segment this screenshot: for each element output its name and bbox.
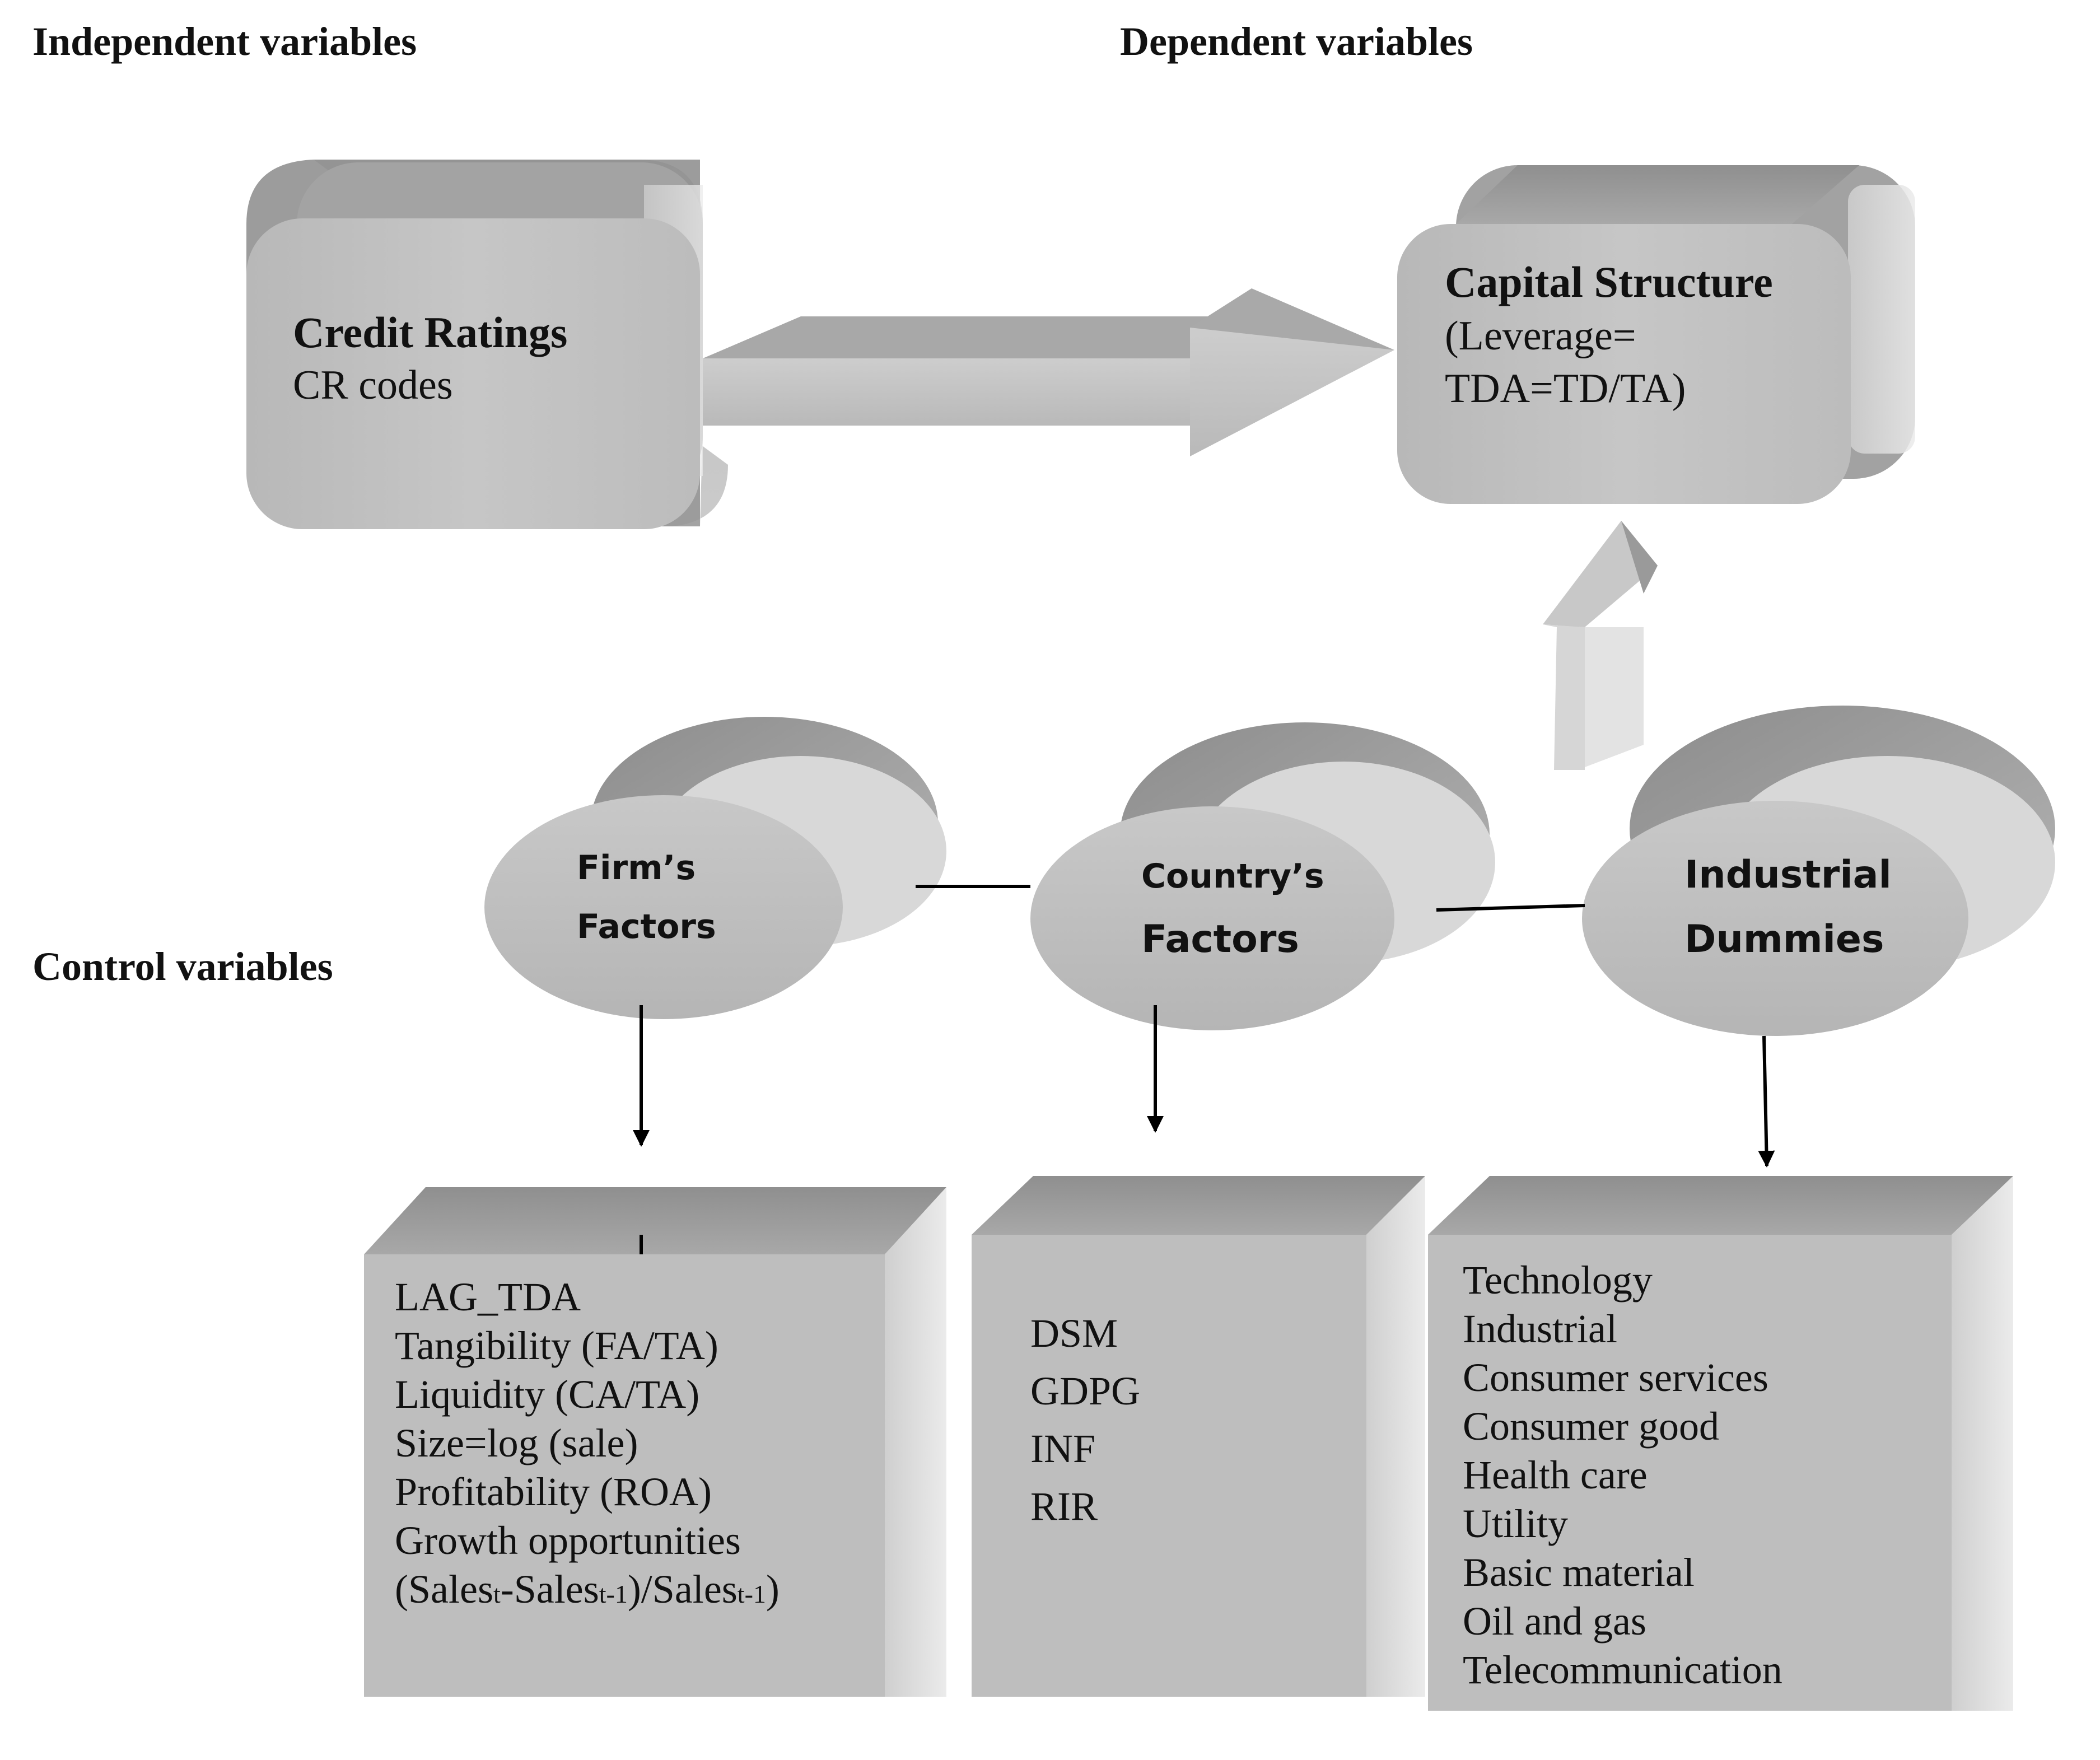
- industry-item: Utility: [1463, 1501, 1568, 1546]
- capital-structure-line1: (Leverage=: [1445, 313, 1636, 359]
- firm-variable-item: Growth opportunities: [395, 1518, 741, 1563]
- upward-arrow: [1543, 521, 1658, 770]
- firm-variable-item: LAG_TDA: [395, 1275, 581, 1319]
- industry-item: Basic material: [1463, 1550, 1695, 1595]
- firms-factors-line2: Factors: [577, 907, 716, 946]
- industry-item: Oil and gas: [1463, 1599, 1646, 1644]
- country-variable-item: DSM: [1030, 1311, 1118, 1356]
- country-variable-item: INF: [1030, 1426, 1095, 1471]
- control-variables-heading: Control variables: [32, 944, 333, 989]
- countrys-factors-line2: Factors: [1141, 917, 1299, 961]
- firm-variable-item: Size=log (sale): [395, 1421, 638, 1465]
- industry-item: Telecommunication: [1463, 1647, 1782, 1692]
- firm-variable-item: Liquidity (CA/TA): [395, 1372, 699, 1417]
- industrial-dummies-line1: Industrial: [1684, 853, 1892, 897]
- country-variables-box: DSM GDPG INF RIR: [972, 1176, 1425, 1697]
- firm-variables-list: LAG_TDA Tangibility (FA/TA) Liquidity (C…: [395, 1275, 780, 1612]
- credit-ratings-title: Credit Ratings: [293, 308, 567, 357]
- country-variable-item: GDPG: [1030, 1369, 1140, 1413]
- industry-item: Industrial: [1463, 1306, 1617, 1351]
- arrow-down-industrial: [1758, 1035, 1775, 1168]
- country-variables-list: DSM GDPG INF RIR: [1030, 1311, 1140, 1529]
- firm-variable-item: Profitability (ROA): [395, 1469, 712, 1514]
- industry-variables-box: Technology Industrial Consumer services …: [1428, 1176, 2013, 1711]
- connector-country-industrial: [1436, 904, 1585, 912]
- firms-factors-line1: Firm’s: [577, 848, 696, 888]
- capital-structure-box: Capital Structure (Leverage= TDA=TD/TA): [1397, 165, 1915, 504]
- industry-item: Consumer services: [1463, 1355, 1768, 1400]
- industrial-dummies-line2: Dummies: [1684, 917, 1884, 961]
- countrys-factors-oval: Country’s Factors: [1030, 722, 1495, 1030]
- credit-ratings-subtitle: CR codes: [293, 362, 453, 408]
- industry-variables-list: Technology Industrial Consumer services …: [1463, 1258, 1782, 1692]
- growth-formula: (Salest-Salest-1)/Salest-1): [395, 1567, 780, 1612]
- industry-item: Consumer good: [1463, 1404, 1719, 1449]
- firm-variable-item: Tangibility (FA/TA): [395, 1323, 718, 1368]
- capital-structure-line2: TDA=TD/TA): [1445, 366, 1686, 412]
- independent-variables-heading: Independent variables: [32, 19, 417, 64]
- firm-variables-box: LAG_TDA Tangibility (FA/TA) Liquidity (C…: [364, 1187, 946, 1697]
- industry-item: Health care: [1463, 1453, 1648, 1497]
- firms-factors-oval: Firm’s Factors: [484, 717, 946, 1019]
- industry-item: Technology: [1463, 1258, 1653, 1303]
- countrys-factors-line1: Country’s: [1141, 857, 1324, 896]
- country-variable-item: RIR: [1030, 1484, 1098, 1529]
- credit-ratings-box: Credit Ratings CR codes: [246, 160, 728, 529]
- dependent-variables-heading: Dependent variables: [1120, 19, 1473, 64]
- horizontal-arrow: [703, 288, 1394, 456]
- industrial-dummies-oval: Industrial Dummies: [1582, 706, 2055, 1036]
- capital-structure-title: Capital Structure: [1445, 258, 1773, 306]
